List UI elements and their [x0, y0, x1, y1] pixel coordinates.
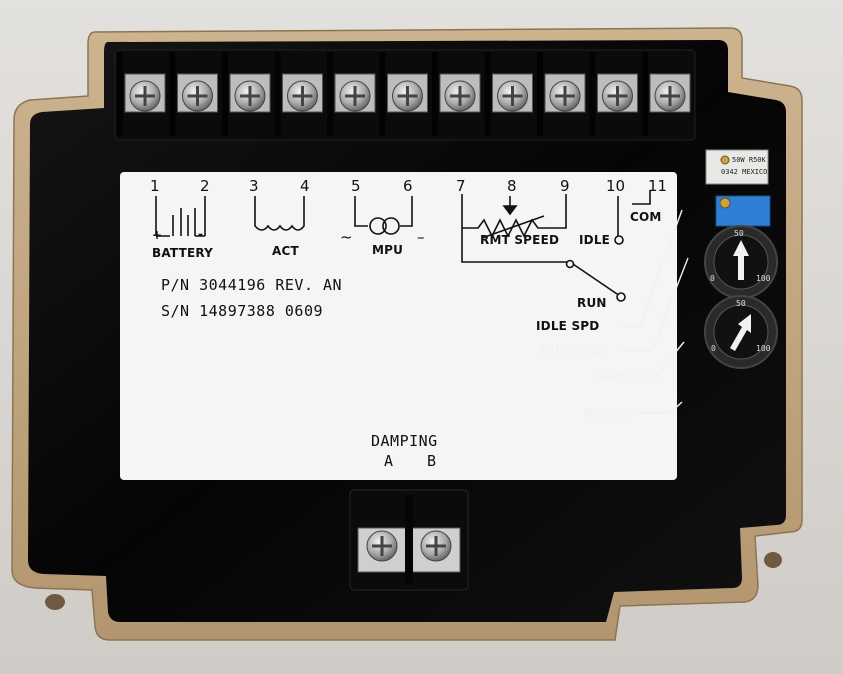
damping-label: DAMPING	[371, 432, 438, 450]
idle-spd-label: IDLE SPD	[536, 319, 600, 333]
terminal-number: 9	[560, 177, 570, 195]
damping-b-label: B	[427, 452, 437, 470]
dial-scale-left: 0	[711, 344, 716, 353]
rmt-speed-label: RMT SPEED	[480, 233, 560, 247]
run-label: RUN	[577, 296, 607, 310]
tilde-sign: ~	[340, 228, 353, 246]
terminal-separator	[169, 52, 176, 136]
terminal-number: 3	[249, 177, 259, 195]
mounting-hole	[764, 552, 782, 568]
act-label: ACT	[272, 244, 299, 258]
screw-slot	[607, 86, 628, 106]
terminal-number: 5	[351, 177, 361, 195]
dial-scale-top: 50	[736, 299, 746, 308]
mounting-hole	[45, 594, 65, 610]
trimpot-screw	[719, 197, 731, 209]
terminal-separator	[537, 52, 543, 136]
part-number: P/N 3044196 REV. AN	[161, 276, 343, 294]
screw-slot	[187, 86, 208, 106]
terminal-separator	[589, 52, 596, 136]
terminal-separator	[117, 52, 123, 136]
terminal-separator	[432, 52, 438, 136]
damping-a-label: A	[384, 452, 394, 470]
label-schematic	[155, 190, 651, 297]
screw-slot	[397, 86, 418, 106]
terminal-separator	[642, 52, 648, 136]
gain-label: GAIN	[594, 369, 629, 383]
product-label	[120, 172, 677, 480]
trimpot	[705, 149, 771, 227]
serial-number: S/N 14897388 0609	[161, 302, 324, 320]
terminal-number: 11	[648, 177, 668, 195]
terminal-number: 4	[300, 177, 310, 195]
terminal-separator	[327, 52, 333, 136]
terminal-separator	[222, 52, 228, 136]
dial-scale-top: 50	[734, 229, 744, 238]
screw-slot	[240, 86, 260, 106]
terminal-separator	[274, 52, 281, 136]
plus-sign: +	[152, 228, 163, 242]
terminal-number: 10	[606, 177, 626, 195]
terminal-number: 2	[200, 177, 210, 195]
dial-scale-right: 100	[756, 274, 771, 283]
screw-slot	[345, 86, 365, 106]
dial-scale-right: 100	[756, 344, 771, 353]
battery-label: BATTERY	[152, 246, 214, 260]
trimpot-text: 50W R50K	[732, 156, 766, 164]
terminal-number: 7	[456, 177, 466, 195]
terminal-number: 1	[150, 177, 160, 195]
screw-slot	[502, 86, 523, 106]
screw-slot	[555, 86, 575, 106]
screw-slot	[450, 86, 470, 106]
terminal-separator	[484, 52, 491, 136]
droop-dial-lower	[704, 295, 778, 369]
top-terminal-strip	[114, 49, 696, 141]
dial-scale-left: 0	[710, 274, 715, 283]
com-label: COM	[630, 210, 662, 224]
droop-label: DROOP	[583, 406, 633, 420]
terminal-number: 6	[403, 177, 413, 195]
damping-terminal-block	[349, 489, 469, 591]
terminal-number: 8	[507, 177, 517, 195]
gain-dial-upper	[704, 225, 778, 299]
run-spd-label: RUN SPD	[540, 343, 603, 357]
mpu-label: MPU	[372, 243, 404, 257]
screw-slot	[135, 86, 155, 106]
dash-sign: –	[417, 228, 425, 246]
screw-slot	[292, 86, 313, 106]
idle-label: IDLE	[579, 233, 611, 247]
screw-slot	[660, 86, 680, 106]
terminal-separator	[379, 52, 386, 136]
leader-lines	[620, 209, 689, 414]
trimpot-text: 0342 MEXICO	[721, 168, 768, 176]
minus-sign: -	[198, 227, 204, 241]
